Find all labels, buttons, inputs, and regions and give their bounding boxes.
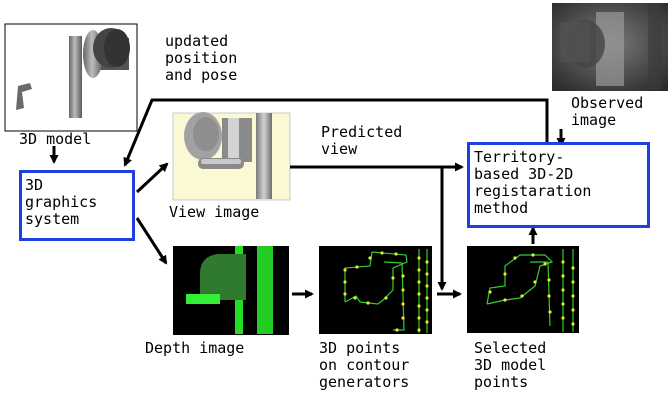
- graphics-system-box: [19, 170, 135, 241]
- selected-points-image: [467, 246, 579, 333]
- label-observed-image: Observed image: [571, 94, 644, 129]
- registration-method-box: [467, 142, 650, 228]
- label-3d-model: 3D model: [19, 130, 92, 148]
- flow-arrows: [49, 98, 566, 299]
- label-updated-pose: updated position and pose: [165, 32, 238, 84]
- label-selected-points: Selected 3D model points: [474, 339, 547, 391]
- label-registration-method: Territory- based 3D-2D registaration met…: [474, 148, 592, 217]
- 3d-model-image: [4, 23, 138, 132]
- label-depth-image: Depth image: [145, 339, 245, 357]
- contour-points-image: [319, 246, 432, 334]
- label-predicted-view: Predicted view: [321, 123, 403, 158]
- arrow-graphics-to-view: [135, 162, 169, 194]
- view-image: [172, 112, 291, 201]
- arrow-graphics-to-depth: [135, 217, 168, 265]
- label-contour-points: 3D points on contour generators: [319, 339, 410, 391]
- depth-image: [173, 246, 289, 335]
- arrow-feedback-loop: [123, 98, 549, 167]
- label-view-image: View image: [169, 203, 260, 221]
- observed-image: [552, 3, 668, 91]
- label-graphics-system: 3D graphics system: [25, 176, 98, 228]
